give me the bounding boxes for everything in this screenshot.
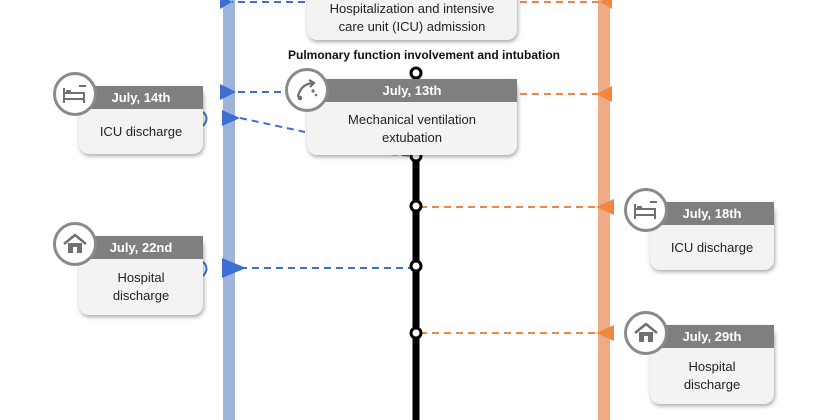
right-icu-arrow xyxy=(596,199,614,215)
ventilator-icon xyxy=(285,68,329,112)
pulmonary-label: Pulmonary function involvement and intub… xyxy=(288,48,561,62)
card-left-icu-discharge: July, 14th ICU discharge xyxy=(79,86,203,154)
hospital-bed-icon xyxy=(53,72,97,116)
right-icu-date: July, 18th xyxy=(650,202,774,225)
left-hospital-arrow xyxy=(222,258,246,278)
node-intubation xyxy=(409,66,423,80)
left-hospital-bracket xyxy=(202,261,208,277)
left-icu-connector xyxy=(239,117,306,133)
house-icon xyxy=(624,311,668,355)
ventilation-right-arrow xyxy=(596,86,612,102)
ventilation-left-arrow xyxy=(220,84,236,100)
right-icu-text: ICU discharge xyxy=(670,239,754,255)
left-icu-arrow xyxy=(222,110,240,126)
ventilation-text: Mechanical ventilation extubation xyxy=(348,111,476,145)
card-icu-admission: Hospitalization and intensive care unit … xyxy=(307,0,517,40)
left-icu-date: July, 14th xyxy=(79,86,203,109)
card-ventilation: July, 13th Mechanical ventilation extuba… xyxy=(307,79,517,155)
left-hospital-date: July, 22nd xyxy=(79,236,203,259)
left-hospital-text: Hospital discharge xyxy=(112,270,170,303)
node-right-icu xyxy=(409,199,423,213)
right-hospital-date: July, 29th xyxy=(650,325,774,348)
right-hospital-arrow xyxy=(596,325,614,341)
ventilation-date: July, 13th xyxy=(307,79,517,102)
top-left-arrow xyxy=(220,0,232,9)
hospital-bed-icon xyxy=(624,188,668,232)
left-icu-text: ICU discharge xyxy=(99,123,183,139)
left-icu-bracket xyxy=(202,111,208,127)
card-left-hospital-discharge: July, 22nd Hospital discharge xyxy=(79,236,203,315)
house-icon xyxy=(53,222,97,266)
icu-admission-text: Hospitalization and intensive care unit … xyxy=(329,1,495,34)
right-hospital-text: Hospital discharge xyxy=(683,359,741,392)
card-right-icu-discharge: July, 18th ICU discharge xyxy=(650,202,774,270)
card-right-hospital-discharge: July, 29th Hospital discharge xyxy=(650,325,774,404)
left-track xyxy=(223,0,235,420)
top-right-arrow xyxy=(600,0,612,9)
node-right-hospital xyxy=(409,326,423,340)
node-left-hospital xyxy=(409,259,423,273)
